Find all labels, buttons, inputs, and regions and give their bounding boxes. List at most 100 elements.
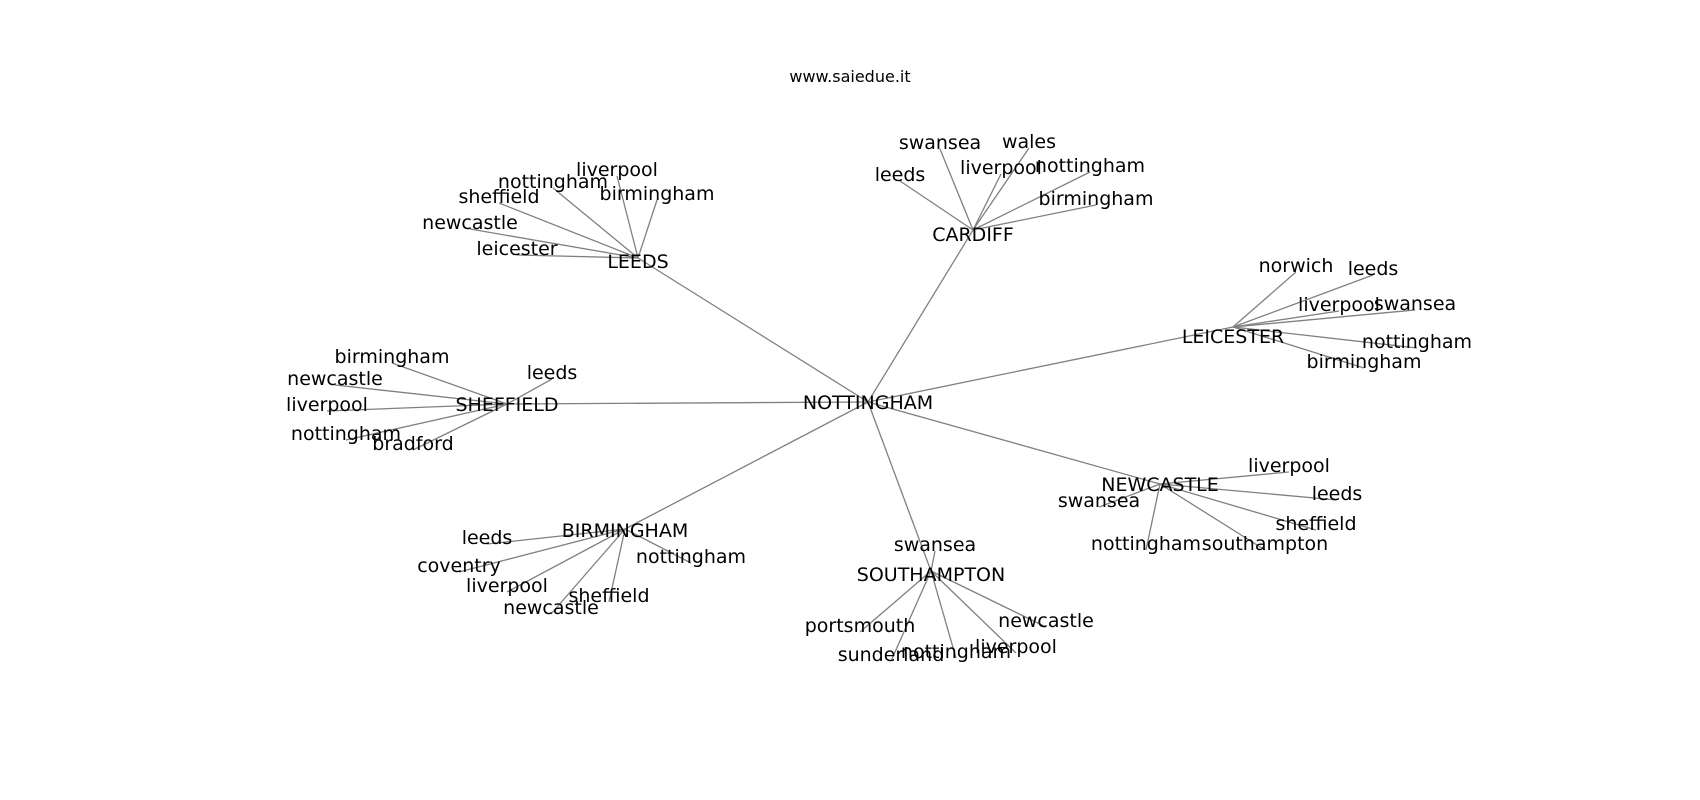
edge-sheffield-liverpool: [326, 403, 508, 412]
leaf-node-leeds-birmingham: birmingham: [600, 183, 715, 205]
edge-cardiff-swansea: [939, 148, 974, 231]
edge-newcastle-swansea: [1098, 483, 1161, 508]
leaf-node-southampton-swansea: swansea: [894, 534, 976, 556]
edge-newcastle-sheffield: [1159, 483, 1317, 531]
edge-cardiff-leeds: [899, 180, 974, 231]
leaf-node-cardiff-swansea: swansea: [899, 132, 981, 154]
leaf-node-newcastle-sheffield: sheffield: [1275, 513, 1356, 535]
edge-southampton-sunderland: [890, 570, 932, 662]
leaf-node-sheffield-birmingham: birmingham: [335, 346, 450, 368]
leaf-node-newcastle-nottingham: nottingham: [1091, 533, 1201, 555]
leaf-node-cardiff-birmingham: birmingham: [1039, 188, 1154, 210]
edge-birmingham-coventry: [458, 528, 626, 573]
edge-cardiff-birmingham: [972, 204, 1097, 231]
edge-sheffield-birmingham: [391, 362, 508, 405]
edge-sheffield-leeds: [506, 378, 553, 405]
edge-leeds-nottingham: [552, 187, 639, 259]
edge-newcastle-leeds: [1159, 483, 1338, 501]
leaf-node-leeds-nottingham: nottingham: [498, 171, 608, 193]
hub-node-newcastle: NEWCASTLE: [1101, 474, 1219, 496]
leaf-node-birmingham-sheffield: sheffield: [568, 585, 649, 607]
leaf-node-newcastle-leeds: leeds: [1312, 483, 1363, 505]
edge-sheffield-nottingham: [345, 403, 508, 441]
edge-southampton-nottingham: [930, 570, 957, 659]
leaf-node-sheffield-nottingham: nottingham: [291, 423, 401, 445]
edge-sheffield-bradford: [412, 403, 508, 451]
edge-leeds-leicester: [516, 254, 639, 259]
edge-newcastle-liverpool: [1159, 471, 1290, 485]
edge-southampton-newcastle: [930, 570, 1047, 628]
leaf-node-newcastle-swansea: swansea: [1058, 490, 1140, 512]
edge-leeds-birmingham: [637, 199, 658, 259]
edge-root-cardiff: [867, 229, 974, 403]
edge-leeds-sheffield: [498, 202, 639, 259]
edges-layer: [326, 147, 1418, 662]
edge-southampton-swansea: [930, 550, 936, 572]
leaf-node-leicester-leeds: leeds: [1348, 258, 1399, 280]
leaf-node-leicester-norwich: norwich: [1259, 255, 1334, 277]
leaf-node-cardiff-wales: wales: [1002, 131, 1056, 153]
leaf-node-southampton-liverpool: liverpool: [975, 636, 1057, 658]
leaf-node-leeds-liverpool: liverpool: [576, 159, 658, 181]
leaf-node-southampton-portsmouth: portsmouth: [805, 615, 916, 637]
edge-root-newcastle: [867, 401, 1161, 485]
leaf-node-leeds-leicester: leicester: [476, 238, 557, 260]
leaf-node-cardiff-leeds: leeds: [875, 164, 926, 186]
edge-cardiff-wales: [972, 147, 1030, 231]
leaf-node-sheffield-bradford: bradford: [372, 433, 453, 455]
leaf-node-birmingham-leeds: leeds: [462, 527, 513, 549]
edge-root-leeds: [637, 257, 869, 403]
leaf-node-leeds-newcastle: newcastle: [422, 212, 518, 234]
root-node: NOTTINGHAM: [803, 392, 933, 414]
edge-leicester-nottingham: [1232, 326, 1418, 349]
edge-leicester-leeds: [1232, 274, 1374, 328]
leaf-node-leicester-nottingham: nottingham: [1362, 331, 1472, 353]
edge-southampton-liverpool: [930, 570, 1017, 654]
leaf-node-southampton-sunderland: sunderland: [838, 644, 945, 666]
leaf-node-leicester-liverpool: liverpool: [1298, 294, 1380, 316]
leaf-node-birmingham-liverpool: liverpool: [466, 575, 548, 597]
edge-leicester-birmingham: [1232, 326, 1365, 369]
site-caption: www.saiedue.it: [789, 67, 910, 86]
leaf-node-birmingham-coventry: coventry: [417, 555, 501, 577]
edge-cardiff-nottingham: [972, 171, 1091, 231]
edge-sheffield-newcastle: [334, 384, 508, 405]
leaf-node-sheffield-leeds: leeds: [527, 362, 578, 384]
labels-layer: liverpoolnottinghamsheffieldnewcastlelei…: [286, 131, 1472, 666]
hub-node-southampton: SOUTHAMPTON: [857, 564, 1005, 586]
edge-birmingham-sheffield: [608, 528, 626, 603]
leaf-node-southampton-newcastle: newcastle: [998, 610, 1094, 632]
hub-node-leeds: LEEDS: [607, 251, 668, 273]
edge-root-sheffield: [506, 401, 869, 405]
edge-root-leicester: [867, 326, 1234, 403]
leaf-node-sheffield-newcastle: newcastle: [287, 368, 383, 390]
leaf-node-leicester-birmingham: birmingham: [1307, 351, 1422, 373]
leaf-node-birmingham-newcastle: newcastle: [503, 597, 599, 619]
hub-node-sheffield: SHEFFIELD: [455, 394, 558, 416]
edge-cardiff-liverpool: [972, 173, 1002, 231]
edge-leicester-swansea: [1232, 309, 1416, 328]
edge-root-southampton: [867, 401, 932, 572]
edge-birmingham-nottingham: [624, 528, 692, 564]
leaf-node-cardiff-nottingham: nottingham: [1035, 155, 1145, 177]
edge-southampton-portsmouth: [859, 570, 932, 633]
leaf-node-leicester-swansea: swansea: [1374, 293, 1456, 315]
leaf-node-southampton-nottingham: nottingham: [901, 641, 1011, 663]
edge-newcastle-southampton: [1159, 483, 1266, 551]
leaf-node-newcastle-liverpool: liverpool: [1248, 455, 1330, 477]
edge-leicester-norwich: [1232, 271, 1297, 328]
edge-leeds-newcastle: [469, 228, 639, 259]
edge-leicester-liverpool: [1232, 310, 1340, 328]
edge-birmingham-liverpool: [506, 528, 626, 593]
hub-node-leicester: LEICESTER: [1182, 326, 1284, 348]
leaf-node-newcastle-southampton: southampton: [1202, 533, 1328, 555]
hub-node-cardiff: CARDIFF: [932, 224, 1014, 246]
edge-root-birmingham: [624, 401, 869, 530]
leaf-node-cardiff-liverpool: liverpool: [960, 157, 1042, 179]
leaf-node-birmingham-nottingham: nottingham: [636, 546, 746, 568]
edge-birmingham-newcastle: [550, 528, 626, 615]
leaf-node-sheffield-liverpool: liverpool: [286, 394, 368, 416]
leaf-node-leeds-sheffield: sheffield: [458, 186, 539, 208]
hub-node-birmingham: BIRMINGHAM: [562, 520, 688, 542]
